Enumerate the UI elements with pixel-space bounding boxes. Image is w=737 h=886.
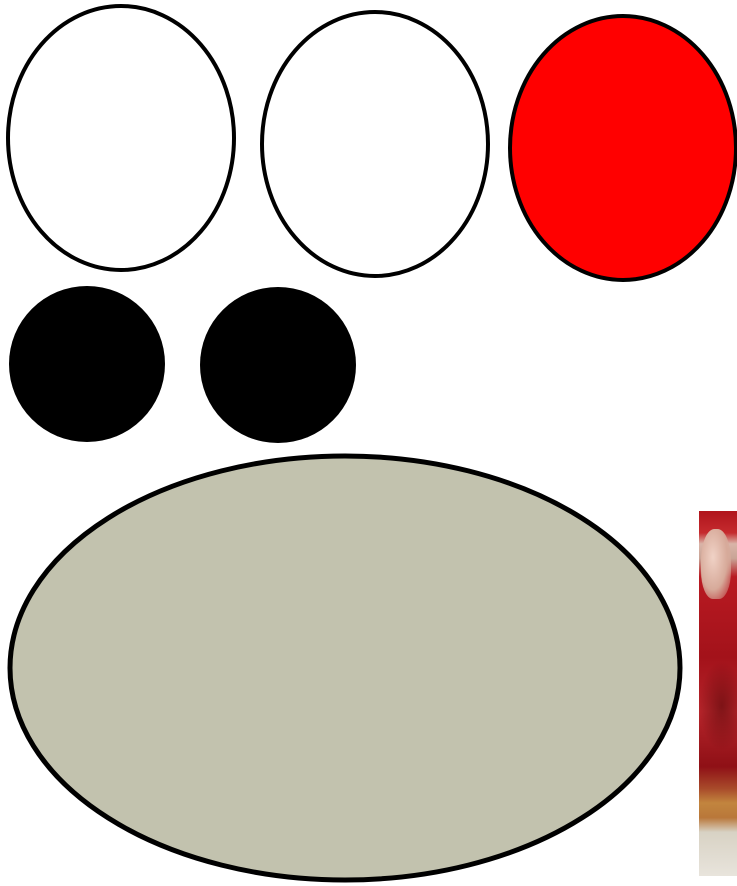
red-oval [510,16,736,280]
black-circle-right [200,287,356,443]
gray-ellipse [10,456,680,880]
black-circle-left [9,286,165,442]
photo-shadow-region [699,661,737,751]
photo-hand-region [701,529,731,599]
white-oval-middle [262,12,488,276]
white-oval-left [8,6,234,270]
photo-fragment [699,511,737,876]
